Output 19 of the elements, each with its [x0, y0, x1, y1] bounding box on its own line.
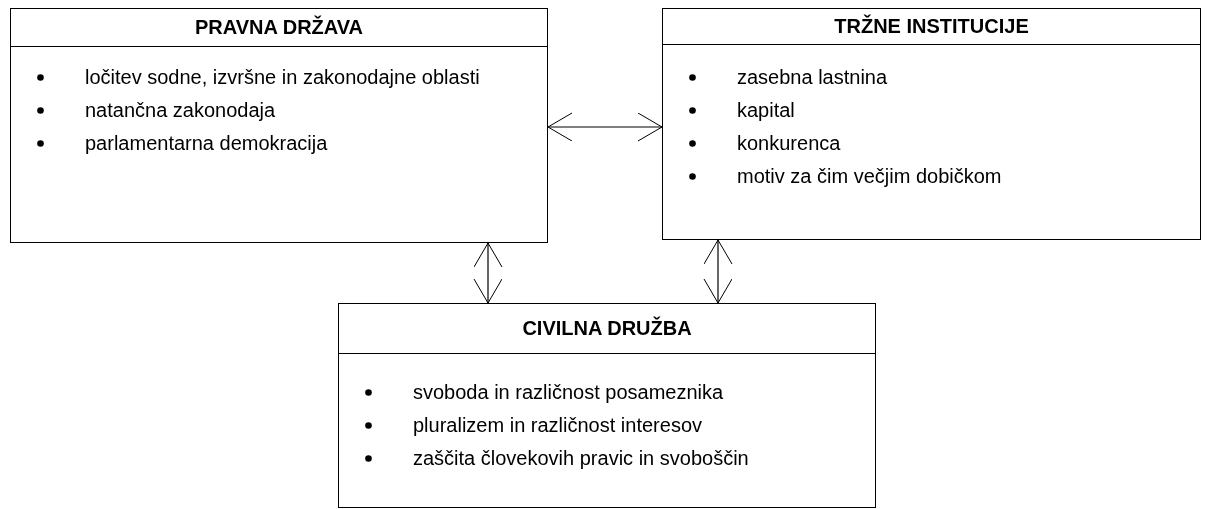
box-heading: CIVILNA DRUŽBA [522, 317, 692, 340]
concept-box [338, 303, 876, 508]
double-arrow [473, 242, 503, 304]
bullet-item: natančna zakonodaja [85, 99, 276, 121]
bullet-item: konkurenca [737, 132, 841, 154]
bullet-item: kapital [737, 99, 795, 121]
bullet-item: svoboda in različnost posameznika [413, 381, 724, 403]
double-arrow [547, 112, 663, 142]
double-arrow [703, 239, 733, 304]
bullet-item: ločitev sodne, izvršne in zakonodajne oblasti [85, 66, 480, 88]
box-heading: TRŽNE INSTITUCIJE [834, 15, 1029, 38]
bullet-item: pluralizem in različnost interesov [413, 414, 702, 436]
bullet-item: zasebna lastnina [737, 66, 888, 88]
concept-box [10, 8, 548, 243]
bullet-item: motiv za čim večjim dobičkom [737, 165, 1002, 187]
box-heading: PRAVNA DRŽAVA [194, 16, 364, 39]
bullet-item: parlamentarna demokracija [85, 132, 328, 154]
bullet-item: zaščita človekovih pravic in svoboščin [413, 447, 749, 469]
concept-box [662, 8, 1201, 240]
